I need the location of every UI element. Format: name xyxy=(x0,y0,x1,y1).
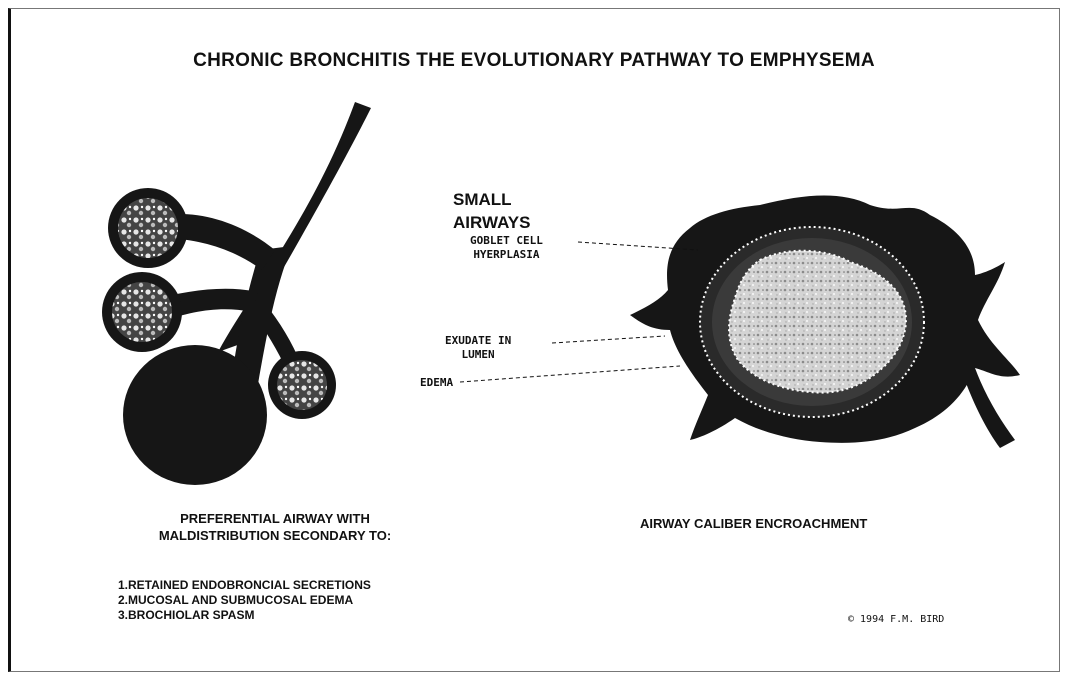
small-airways-line2: AIRWAYS xyxy=(453,211,530,234)
airway-cross-section xyxy=(630,196,1020,448)
exudate-line1: EXUDATE IN xyxy=(445,334,511,348)
airway-caliber-caption: AIRWAY CALIBER ENCROACHMENT xyxy=(640,516,867,531)
preferential-line1: PREFERENTIAL AIRWAY WITH xyxy=(110,510,440,527)
edema-leader xyxy=(460,366,680,382)
copyright-notice: © 1994 F.M. BIRD xyxy=(848,614,944,625)
preferential-line2: MALDISTRIBUTION SECONDARY TO: xyxy=(110,527,440,544)
goblet-line1: GOBLET CELL xyxy=(470,234,543,248)
goblet-cell-label: GOBLET CELL HYERPLASIA xyxy=(470,234,543,262)
exudate-line2: LUMEN xyxy=(445,348,511,362)
cause-item-3: 3.BROCHIOLAR SPASM xyxy=(118,608,371,623)
goblet-line2: HYERPLASIA xyxy=(470,248,543,262)
small-airways-line1: SMALL xyxy=(453,188,530,211)
exudate-leader xyxy=(552,336,665,343)
edema-label: EDEMA xyxy=(420,376,453,389)
cause-item-2: 2.MUCOSAL AND SUBMUCOSAL EDEMA xyxy=(118,593,371,608)
preferential-airway-caption: PREFERENTIAL AIRWAY WITH MALDISTRIBUTION… xyxy=(110,510,440,544)
bronchial-tree xyxy=(102,102,371,485)
small-airways-label: SMALL AIRWAYS xyxy=(453,188,530,234)
exudate-label: EXUDATE IN LUMEN xyxy=(445,334,511,362)
enlarged-airway xyxy=(123,345,267,485)
main-bronchus xyxy=(218,102,371,352)
cause-list: 1.RETAINED ENDOBRONCIAL SECRETIONS 2.MUC… xyxy=(118,578,371,623)
cause-item-1: 1.RETAINED ENDOBRONCIAL SECRETIONS xyxy=(118,578,371,593)
